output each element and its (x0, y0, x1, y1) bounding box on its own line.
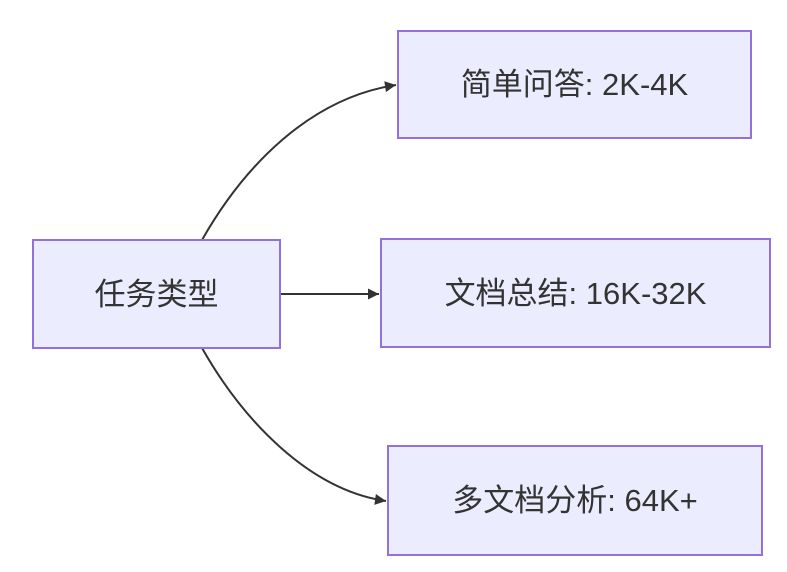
node-doc-summary-label: 文档总结: 16K-32K (444, 275, 707, 311)
node-multi-doc: 多文档分析: 64K+ (387, 445, 763, 556)
node-task-type-label: 任务类型 (94, 276, 219, 312)
node-doc-summary: 文档总结: 16K-32K (380, 238, 771, 348)
edge-task-type-to-simple-qa (201, 81, 397, 241)
node-simple-qa-label: 简单问答: 2K-4K (460, 67, 689, 102)
node-simple-qa: 简单问答: 2K-4K (397, 30, 752, 139)
edge-task-type-to-multi-doc (201, 347, 387, 505)
node-task-type: 任务类型 (32, 239, 281, 349)
node-multi-doc-label: 多文档分析: 64K+ (452, 483, 698, 518)
